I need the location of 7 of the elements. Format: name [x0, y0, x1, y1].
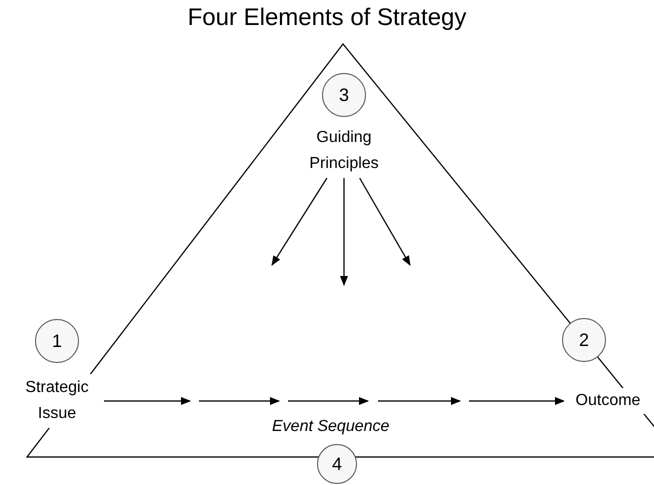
arrow: [271, 178, 328, 266]
sequence-label: Event Sequence: [272, 417, 390, 437]
arrow: [104, 397, 191, 405]
diagram-title: Four Elements of Strategy: [186, 4, 468, 32]
arrow: [359, 178, 411, 266]
arrow: [340, 178, 348, 286]
arrow: [469, 397, 565, 405]
